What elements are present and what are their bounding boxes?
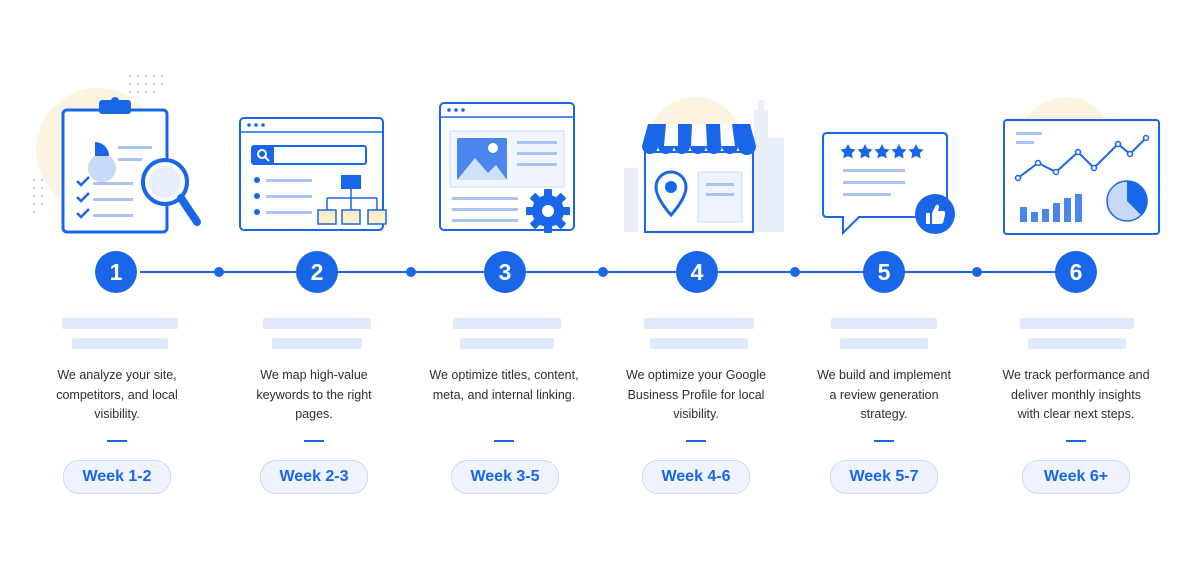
divider bbox=[494, 440, 514, 442]
step-number-1: 1 bbox=[95, 251, 137, 293]
timeline-connector-dot bbox=[972, 267, 982, 277]
description-line: visibility. bbox=[673, 407, 719, 421]
description-line: We optimize titles, content, bbox=[429, 368, 579, 382]
description-line: keywords to the right bbox=[256, 387, 372, 402]
description-line: a review generation bbox=[829, 387, 939, 402]
description-line: We optimize your Google bbox=[625, 368, 767, 382]
title-placeholder-bar bbox=[263, 318, 371, 329]
title-placeholder-bar bbox=[644, 318, 754, 329]
step-number-6: 6 bbox=[1055, 251, 1097, 293]
browser-search-sitemap-icon bbox=[239, 117, 387, 231]
divider bbox=[874, 440, 894, 442]
title-placeholder-bar bbox=[1020, 318, 1134, 329]
divider bbox=[686, 440, 706, 442]
clipboard-magnifier-icon bbox=[32, 74, 201, 234]
title-placeholder-bar bbox=[72, 338, 168, 349]
title-placeholder-bar bbox=[453, 318, 561, 329]
title-placeholder-bar bbox=[840, 338, 928, 349]
step-description: We optimize your Google Business Profile… bbox=[606, 366, 786, 425]
step-description: We build and implement a review generati… bbox=[794, 366, 974, 425]
description-line: pages. bbox=[295, 407, 333, 421]
week-badge-5: Week 5-7 bbox=[830, 460, 938, 494]
step-description: We optimize titles, content, meta, and i… bbox=[414, 366, 594, 405]
title-placeholder-bar bbox=[272, 338, 362, 349]
timeline-connector-dot bbox=[598, 267, 608, 277]
divider bbox=[1066, 440, 1086, 442]
title-placeholder-bar bbox=[460, 338, 554, 349]
description-line: Business Profile for local bbox=[627, 387, 765, 402]
review-stars-thumbs-up-icon bbox=[822, 132, 955, 236]
step-number-3: 3 bbox=[484, 251, 526, 293]
week-badge-6: Week 6+ bbox=[1022, 460, 1130, 494]
title-placeholder-bar bbox=[831, 318, 937, 329]
description-line: We map high-value bbox=[260, 368, 368, 382]
step-description: We analyze your site, competitors, and l… bbox=[27, 366, 207, 425]
description-line: with clear next steps. bbox=[1017, 407, 1135, 421]
week-badge-4: Week 4-6 bbox=[642, 460, 750, 494]
description-line: visibility. bbox=[94, 407, 140, 421]
week-badge-1: Week 1-2 bbox=[63, 460, 171, 494]
description-line: We track performance and bbox=[1002, 368, 1150, 382]
title-placeholder-bar bbox=[1028, 338, 1126, 349]
description-line: strategy. bbox=[860, 407, 908, 421]
timeline-connector-dot bbox=[214, 267, 224, 277]
timeline-connector-dot bbox=[406, 267, 416, 277]
description-line: We analyze your site, bbox=[57, 368, 177, 382]
analytics-dashboard-icon bbox=[1003, 97, 1160, 235]
description-line: We build and implement bbox=[817, 368, 951, 382]
step-number-2: 2 bbox=[296, 251, 338, 293]
week-badge-2: Week 2-3 bbox=[260, 460, 368, 494]
step-description: We map high-value keywords to the right … bbox=[224, 366, 404, 425]
step-number-5: 5 bbox=[863, 251, 905, 293]
divider bbox=[304, 440, 324, 442]
description-line: meta, and internal linking. bbox=[432, 387, 576, 402]
week-badge-3: Week 3-5 bbox=[451, 460, 559, 494]
browser-content-gear-icon bbox=[439, 102, 575, 233]
description-line: deliver monthly insights bbox=[1011, 387, 1141, 402]
step-description: We track performance and deliver monthly… bbox=[986, 366, 1166, 425]
storefront-location-pin-icon bbox=[624, 97, 784, 233]
divider bbox=[107, 440, 127, 442]
step-number-4: 4 bbox=[676, 251, 718, 293]
title-placeholder-bar bbox=[650, 338, 748, 349]
title-placeholder-bar bbox=[62, 318, 178, 329]
timeline-connector-dot bbox=[790, 267, 800, 277]
description-line: competitors, and local bbox=[56, 387, 178, 402]
